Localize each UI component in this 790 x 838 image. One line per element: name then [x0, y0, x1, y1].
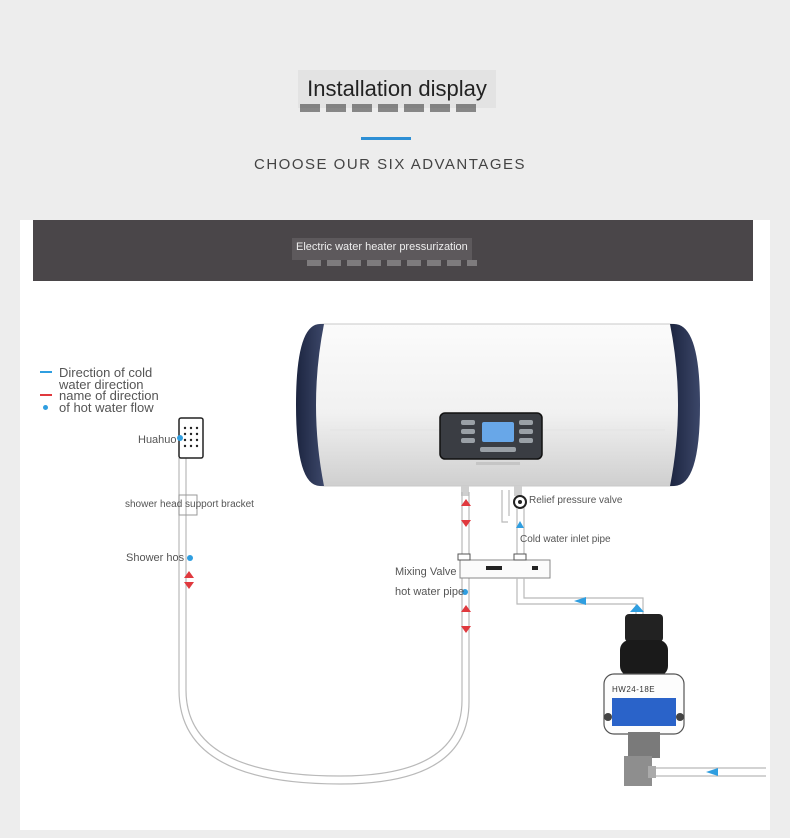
label-cold-inlet: Cold water inlet pipe — [520, 534, 611, 545]
control-panel — [439, 412, 543, 465]
label-hot-pipe: hot water pipe — [395, 586, 465, 598]
installation-diagram: Electric water heater pressurization — [20, 220, 770, 830]
banner-label: Electric water heater pressurization — [292, 238, 472, 260]
flow-dot-icon — [43, 404, 48, 410]
banner-ghost-text — [307, 260, 477, 266]
legend-text: name of direction — [59, 388, 159, 403]
legend-text: of hot water flow — [59, 399, 154, 415]
label-huahuo: Huahuo — [138, 434, 177, 446]
title-box: Installation display — [298, 70, 496, 108]
label-mixing-valve: Mixing Valve — [395, 566, 457, 578]
label-bracket: shower head support bracket — [125, 499, 254, 510]
mixing-valve — [457, 553, 551, 579]
label-shower-hose: Shower hos — [126, 552, 185, 564]
diagram-banner: Electric water heater pressurization — [33, 220, 753, 281]
title-ghost-text — [300, 104, 480, 112]
pump-model: HW24-18E — [612, 685, 656, 694]
hot-water-pipe — [461, 486, 470, 620]
booster-pump — [603, 614, 685, 786]
water-heater-tank — [296, 323, 700, 487]
legend-text: Direction of cold — [59, 365, 153, 380]
cold-arrow-icon — [40, 371, 52, 373]
hot-arrow-icon — [40, 394, 52, 396]
shower-hose — [178, 458, 470, 785]
page-subtitle: CHOOSE OUR SIX ADVANTAGES — [254, 156, 526, 173]
page-title: Installation display — [307, 76, 487, 101]
header: Installation display CHOOSE OUR SIX ADVA… — [0, 0, 790, 220]
label-relief-valve: Relief pressure valve — [529, 495, 623, 506]
flow-markers — [177, 435, 718, 776]
plumbing-diagram-svg — [177, 323, 766, 786]
legend-text: water direction — [59, 376, 144, 392]
accent-bar — [361, 137, 411, 140]
relief-valve — [501, 486, 527, 556]
